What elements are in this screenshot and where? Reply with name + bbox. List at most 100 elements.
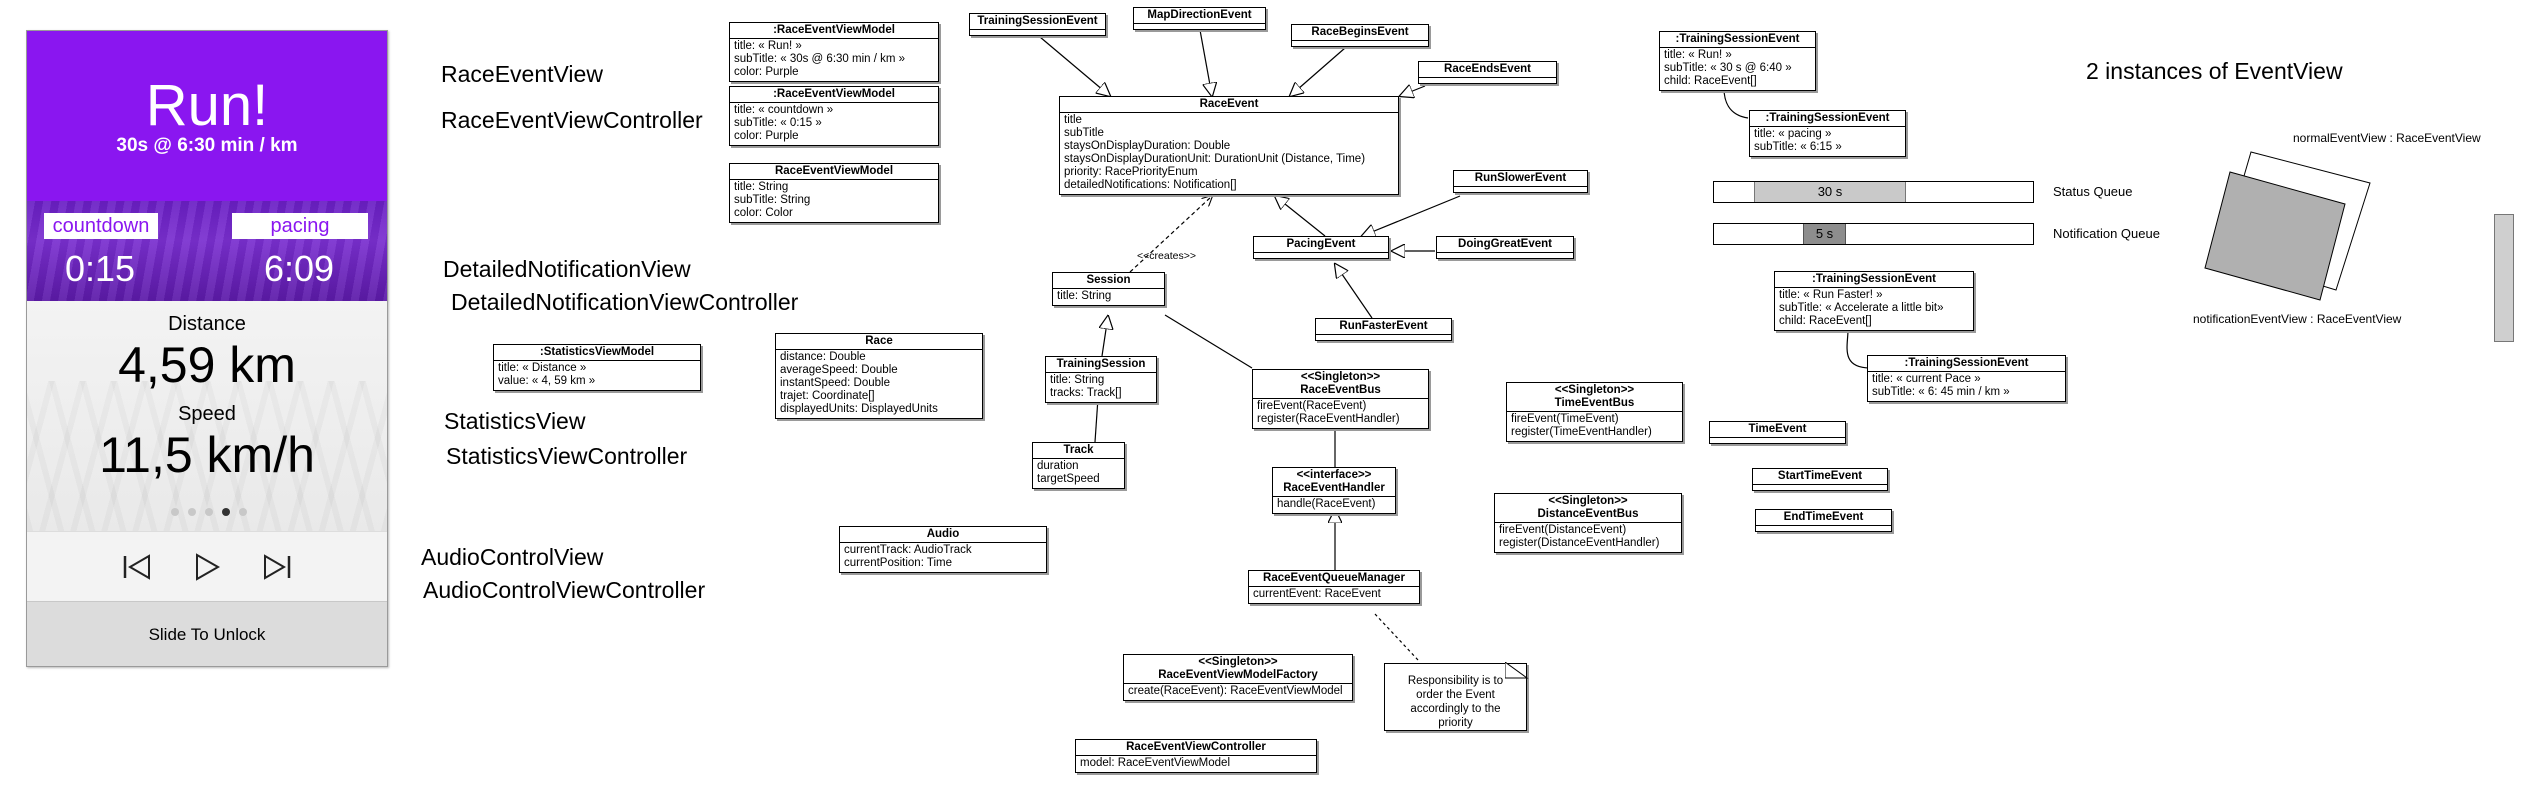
uml-box-title: RaceEventQueueManager <box>1249 571 1419 587</box>
uml-attribute: detailedNotifications: Notification[] <box>1064 179 1237 191</box>
page-dot[interactable] <box>239 508 247 516</box>
uml-box-attributes: create(RaceEvent): RaceEventViewModel <box>1124 684 1352 700</box>
uml-attribute: title: String <box>1057 290 1112 302</box>
race-event-view: Run! 30s @ 6:30 min / km <box>27 31 387 201</box>
uml-attribute: child: RaceEvent[] <box>1664 75 1757 87</box>
uml-attribute: instantSpeed: Double <box>780 377 890 389</box>
uml-box-title: EndTimeEvent <box>1783 511 1864 523</box>
uml-attribute: register(DistanceEventHandler) <box>1499 537 1660 549</box>
uml-trainingsessionevent: TrainingSessionEvent <box>969 13 1106 36</box>
uml-box-title: <<Singleton>>TimeEventBus <box>1507 383 1682 412</box>
uml-box-attributes: title: « countdown »subTitle: « 0:15 »co… <box>730 103 938 145</box>
edge-racebeginsevent-raceevent <box>1290 47 1346 96</box>
notification-event-view-label: notificationEventView : RaceEventView <box>2193 312 2402 326</box>
uml-box-attributes: title: « Distance »value: « 4, 59 km » <box>494 361 700 390</box>
status-queue-item: 30 s <box>1754 182 1906 202</box>
label-race-event-view: RaceEventView <box>441 61 603 87</box>
uml-attribute: title: « Run! » <box>734 40 802 52</box>
edge-pacingevent-raceevent <box>1275 196 1326 237</box>
uml-runslowerevent: RunSlowerEvent <box>1453 170 1588 193</box>
uml-attribute: register(TimeEventHandler) <box>1511 426 1652 438</box>
uml-attribute: title <box>1064 114 1082 126</box>
uml-box-title: <<Singleton>>RaceEventViewModelFactory <box>1124 655 1352 684</box>
uml-attribute: currentPosition: Time <box>844 557 953 569</box>
uml-box-attributes: title: « Run! »subTitle: « 30 s @ 6:40 »… <box>1660 48 1815 90</box>
uml-box-title: :TrainingSessionEvent <box>1868 356 2065 372</box>
uml-attribute: duration <box>1037 460 1079 472</box>
scrollbar-thumb[interactable] <box>2494 214 2514 342</box>
event-title: Run! <box>145 73 269 138</box>
uml-box-title: PacingEvent <box>1286 238 1356 250</box>
uml-box-title: RunFasterEvent <box>1339 320 1428 332</box>
uml-box-attributes: handle(RaceEvent) <box>1273 497 1395 513</box>
uml-box-attributes: title: « pacing »subTitle: « 6:15 » <box>1750 127 1905 156</box>
notification-queue-label: Notification Queue <box>2053 226 2160 241</box>
uml-attribute: value: « 4, 59 km » <box>498 375 596 387</box>
phone-mockup: Run! 30s @ 6:30 min / km countdown pacin… <box>26 30 388 667</box>
uml-box-title: DoingGreatEvent <box>1458 238 1552 250</box>
uml-attribute: tracks: Track[] <box>1050 387 1122 399</box>
status-queue-label: Status Queue <box>2053 184 2133 199</box>
uml-attribute: model: RaceEventViewModel <box>1080 757 1231 769</box>
edge-trainingsessionevent-raceevent <box>1039 36 1110 96</box>
uml-attribute: title: « countdown » <box>734 104 834 116</box>
page-dot[interactable] <box>222 508 230 516</box>
uml-box-attributes: title: « Run Faster! »subTitle: « Accele… <box>1775 288 1973 330</box>
uml-box-title: :TrainingSessionEvent <box>1750 111 1905 127</box>
uml-timeevent: TimeEvent <box>1709 421 1846 444</box>
uml-attribute: color: Purple <box>734 66 799 78</box>
uml-box-title: :TrainingSessionEvent <box>1660 32 1815 48</box>
note-text: Responsibility is to order the Event acc… <box>1407 675 1504 729</box>
two-instances-label: 2 instances of EventView <box>2086 58 2343 84</box>
play-icon[interactable] <box>192 552 222 582</box>
uml-box-title: :TrainingSessionEvent <box>1775 272 1973 288</box>
edge-tse1-tse2 <box>1723 87 1749 119</box>
page-dot[interactable] <box>188 508 196 516</box>
uml-attribute: title: « Run! » <box>1664 49 1732 61</box>
edge-raceendsevent-raceevent <box>1400 86 1426 96</box>
edge-runfasterevent-pacingevent <box>1335 264 1373 319</box>
slide-to-unlock[interactable]: Slide To Unlock <box>27 601 387 666</box>
uml-box-title: <<Singleton>>DistanceEventBus <box>1495 494 1681 523</box>
page-dot[interactable] <box>205 508 213 516</box>
uml-box-attributes: fireEvent(TimeEvent)register(TimeEventHa… <box>1507 412 1682 441</box>
uml-attribute: fireEvent(DistanceEvent) <box>1499 524 1627 536</box>
skip-back-icon[interactable] <box>122 554 152 580</box>
distance-value: 4,59 km <box>118 337 296 393</box>
uml-attribute: subTitle: « 30 s @ 6:40 » <box>1664 62 1792 74</box>
edge-runslowerevent-pacingevent <box>1362 195 1461 236</box>
uml-attribute: title: « Distance » <box>498 362 587 374</box>
label-statistics-view: StatisticsView <box>444 408 586 434</box>
uml-attribute: color: Color <box>734 207 793 219</box>
label-audio-control-view: AudioControlView <box>421 544 604 570</box>
page-dot[interactable] <box>171 508 179 516</box>
uml-box-attributes: title: « current Pace »subTitle: « 6: 45… <box>1868 372 2065 401</box>
creates-label: <<creates>> <box>1137 250 1196 262</box>
uml-attribute: currentTrack: AudioTrack <box>844 544 972 556</box>
edge-trainingsession-session <box>1102 316 1108 357</box>
label-detailed-notification-view-controller: DetailedNotificationViewController <box>451 289 799 315</box>
uml-attribute: displayedUnits: DisplayedUnits <box>780 403 938 415</box>
uml-attribute: color: Purple <box>734 130 799 142</box>
edge-mapdirectionevent-raceevent <box>1199 29 1212 96</box>
uml-box-title: <<Singleton>>RaceEventBus <box>1253 370 1428 399</box>
speed-label: Speed <box>178 403 236 425</box>
uml-attribute: title: « current Pace » <box>1872 373 1981 385</box>
skip-forward-icon[interactable] <box>262 554 292 580</box>
uml-attribute: subTitle: « 30s @ 6:30 min / km » <box>734 53 906 65</box>
uml-box-attributes: title: « Run! »subTitle: « 30s @ 6:30 mi… <box>730 39 938 81</box>
uml-box-title: RunSlowerEvent <box>1474 172 1567 184</box>
